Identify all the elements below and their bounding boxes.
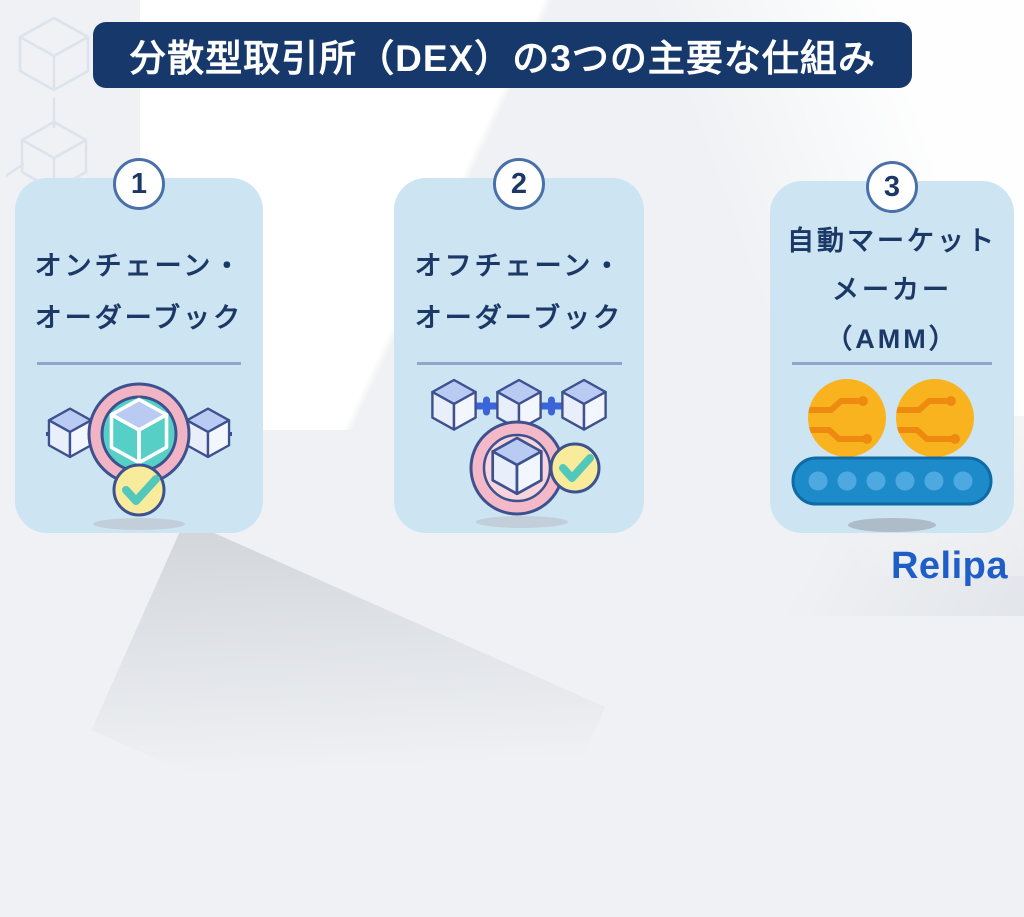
page-title: 分散型取引所（DEX）の3つの主要な仕組み (129, 38, 876, 79)
onchain-orderbook-icon (46, 382, 232, 530)
card-title-line: 自動マーケット (787, 226, 997, 256)
background-gray-band (91, 520, 606, 917)
card-title-line: （AMM） (825, 324, 959, 354)
card-number-badge: 2 (493, 158, 545, 210)
card-divider (791, 362, 993, 365)
card-title-line: オンチェーン・ (34, 251, 244, 281)
card-number-badge: 3 (866, 161, 918, 213)
card-title: オフチェーン・ オーダーブック (394, 240, 644, 344)
relipa-logo: Relipa (890, 545, 1008, 587)
title-banner: 分散型取引所（DEX）の3つの主要な仕組み (93, 22, 912, 88)
card-amm: 3 自動マーケット メーカー （AMM） (770, 161, 1014, 533)
card-title-line: オーダーブック (414, 303, 624, 333)
card-divider (416, 362, 622, 365)
card-number-badge: 1 (113, 158, 165, 210)
card-onchain-orderbook: 1 オンチェーン・ オーダーブック (15, 158, 263, 533)
card-title: 自動マーケット メーカー （AMM） (770, 217, 1014, 364)
card-offchain-orderbook: 2 オフチェーン・ オーダーブック (394, 158, 644, 533)
amm-coins-conveyor-icon (791, 379, 993, 532)
card-divider (37, 362, 241, 365)
infographic-page: { "title": "分散型取引所（DEX）の3つの主要な仕組み", "car… (6, 0, 1024, 917)
offchain-orderbook-icon (431, 378, 607, 528)
card-title-line: オーダーブック (34, 303, 244, 333)
card-title-line: メーカー (832, 275, 952, 305)
card-title-line: オフチェーン・ (414, 251, 624, 281)
card-title: オンチェーン・ オーダーブック (15, 240, 263, 344)
